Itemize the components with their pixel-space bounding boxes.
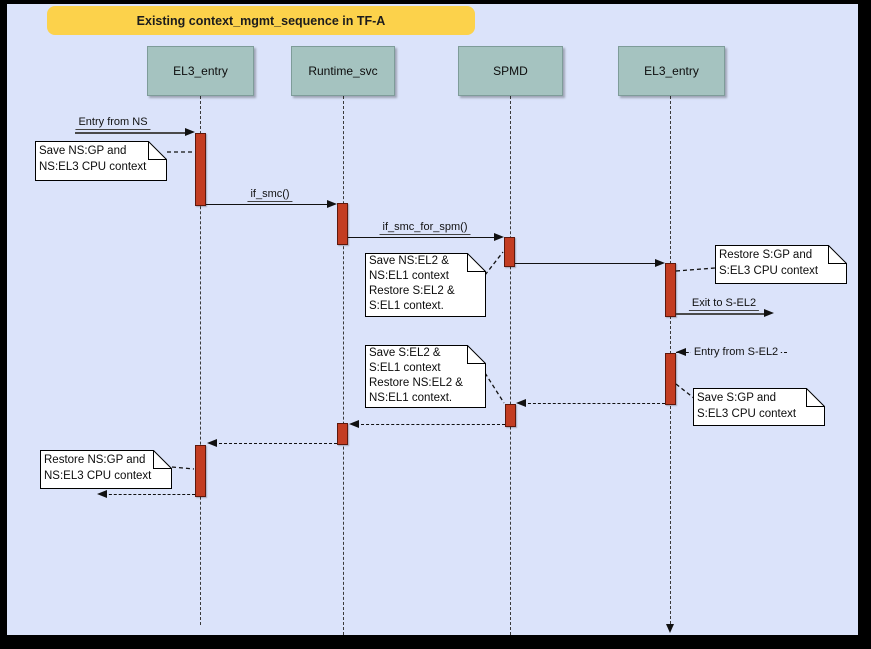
note-shape [365, 345, 486, 408]
activation-bar-spmd-1 [504, 237, 515, 267]
lifeline-head-el3-entry-right: EL3_entry [618, 46, 725, 96]
note-shape [365, 253, 486, 317]
activation-bar-el3-2 [195, 445, 206, 497]
lifeline-head-spmd: SPMD [458, 46, 563, 96]
message-line-return-to-runtime [356, 424, 505, 425]
message-label-entry-from-ns: Entry from NS [75, 116, 151, 130]
message-line-entry-from-ns [75, 132, 186, 134]
note-text: Save NS:GP and NS:EL3 CPU context [39, 145, 147, 173]
message-line-return-to-el3 [214, 443, 337, 444]
arrowhead-right-icon [185, 128, 195, 136]
note-connectors [167, 151, 716, 470]
arrowhead-left-icon [516, 399, 526, 407]
note-restore-ns-gp: Restore NS:GP and NS:EL3 CPU context [40, 450, 172, 489]
arrowhead-right-icon [494, 233, 504, 241]
message-line-exit-to-ns [104, 494, 195, 495]
note-shape [40, 450, 172, 489]
note-shape [35, 141, 167, 181]
sequence-diagram-canvas: Existing context_mgmt_sequence in TF-A E… [7, 4, 858, 635]
lifeline-head-label: EL3_entry [644, 64, 699, 78]
arrowhead-left-icon [676, 348, 686, 356]
arrowhead-left-icon [207, 439, 217, 447]
lifeline-head-el3-entry-left: EL3_entry [147, 46, 254, 96]
activation-bar-el3r-2 [665, 353, 676, 405]
arrowhead-right-icon [327, 200, 337, 208]
diagram-title: Existing context_mgmt_sequence in TF-A [136, 13, 386, 28]
note-text: Restore S:GP and S:EL3 CPU context [719, 249, 819, 277]
note-shape [693, 388, 825, 426]
arrowhead-left-icon [349, 420, 359, 428]
arrowhead-right-icon [764, 309, 774, 317]
note-text: Restore NS:GP and NS:EL3 CPU context [44, 454, 152, 482]
title-banner: Existing context_mgmt_sequence in TF-A [47, 6, 475, 35]
message-line-if-smc [206, 204, 328, 205]
note-save-s-el2: Save S:EL2 & S:EL1 context Restore NS:EL… [365, 345, 486, 408]
message-line-if-smc-for-spm [348, 237, 495, 238]
lifeline-runtime-svc [343, 96, 344, 635]
arrowhead-down-icon [666, 624, 674, 633]
note-restore-s-gp: Restore S:GP and S:EL3 CPU context [715, 245, 847, 284]
lifeline-head-runtime-svc: Runtime_svc [291, 46, 395, 96]
note-save-ns-gp: Save NS:GP and NS:EL3 CPU context [35, 141, 167, 181]
lifeline-spmd [510, 96, 511, 635]
activation-bar-spmd-2 [505, 404, 516, 427]
note-text: Save S:EL2 & S:EL1 context Restore NS:EL… [369, 347, 463, 404]
activation-bar-el3-1 [195, 133, 206, 206]
message-line-exit-to-s-el2 [676, 313, 765, 315]
note-save-ns-el2: Save NS:EL2 & NS:EL1 context Restore S:E… [365, 253, 486, 317]
lifeline-head-label: Runtime_svc [308, 64, 378, 78]
message-line-spmd-to-el3 [515, 263, 656, 264]
activation-bar-runtime-1 [337, 203, 348, 245]
activation-bar-el3r-1 [665, 263, 676, 317]
message-label-if-smc: if_smc() [247, 188, 293, 202]
lifeline-head-label: EL3_entry [173, 64, 228, 78]
note-text: Save S:GP and S:EL3 CPU context [697, 392, 797, 420]
activation-bar-runtime-2 [337, 423, 348, 445]
message-label-entry-from-s-el2: Entry from S-EL2 [690, 345, 782, 359]
note-save-s-gp: Save S:GP and S:EL3 CPU context [693, 388, 825, 426]
note-text: Save NS:EL2 & NS:EL1 context Restore S:E… [369, 255, 455, 312]
lifeline-head-label: SPMD [493, 64, 528, 78]
lifeline-el3-entry-left [200, 96, 201, 625]
message-label-exit-to-s-el2: Exit to S-EL2 [688, 297, 760, 311]
arrowhead-left-icon [97, 490, 107, 498]
message-line-return-to-spmd [523, 403, 665, 404]
message-label-if-smc-for-spm: if_smc_for_spm() [379, 221, 471, 235]
note-shape [715, 245, 847, 284]
arrowhead-right-icon [655, 259, 665, 267]
